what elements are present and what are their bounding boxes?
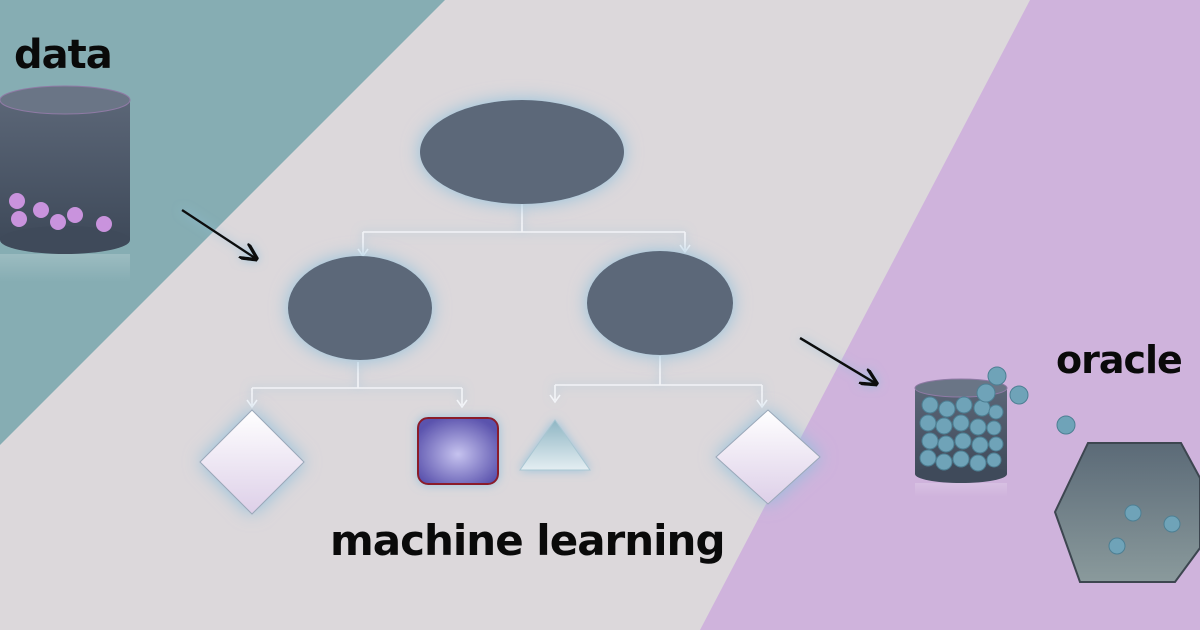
leaf-square [417, 417, 499, 485]
data-to-model-arrow [181, 208, 255, 258]
oracle-cylinder-icon [914, 366, 1076, 497]
oracle-marble [1056, 415, 1076, 435]
oracle-hexagon-icon [1053, 442, 1200, 583]
data-marble [11, 211, 27, 227]
tree-left-node [288, 256, 432, 360]
connector-arrowheads [246, 244, 768, 409]
data-marble [96, 216, 112, 232]
oracle-marble [1009, 385, 1029, 405]
oracle-label: oracle [1056, 338, 1183, 382]
leaf-diamond-left [199, 409, 305, 515]
oracle-marble [1163, 515, 1181, 533]
oracle-marble [1124, 504, 1142, 522]
machine-learning-label: machine learning [330, 516, 726, 565]
model-to-oracle-arrow [799, 336, 875, 383]
data-label: data [14, 32, 113, 78]
data-cylinder-icon [0, 85, 131, 282]
data-marble [50, 214, 66, 230]
tree-connectors [251, 200, 763, 405]
leaf-diamond-right [715, 409, 821, 505]
data-marble [33, 202, 49, 218]
data-marble [9, 193, 25, 209]
data-marble [67, 207, 83, 223]
tree-root-node [420, 100, 624, 204]
oracle-marble [1108, 537, 1126, 555]
oracle-marble [987, 366, 1007, 386]
leaf-triangle [519, 419, 591, 471]
oracle-marble [976, 383, 996, 403]
tree-right-node [587, 251, 733, 355]
